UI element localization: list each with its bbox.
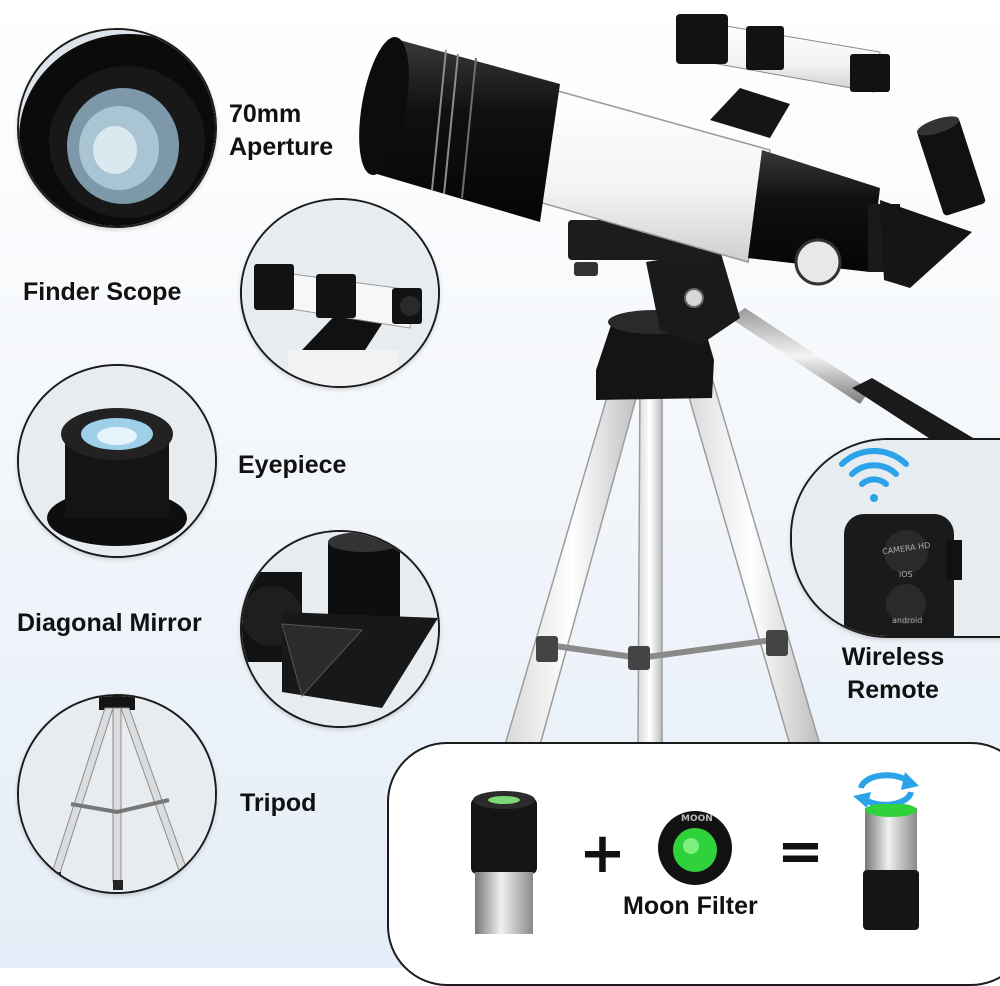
tripod-detail-circle	[17, 694, 217, 894]
combined-eyepiece-icon	[863, 804, 919, 930]
tripod-label: Tripod	[240, 789, 317, 817]
wifi-signal-icon	[839, 448, 909, 502]
finder-scope-on-tube	[676, 14, 890, 138]
aperture-label-line1: 70mm	[229, 100, 302, 128]
equals-sign: =	[777, 819, 824, 884]
diagonal-mirror-icon	[242, 532, 438, 726]
moon-filter-ring-text: MOON	[681, 814, 713, 824]
aperture-label: 70mm Aperture	[229, 98, 333, 164]
moon-filter-panel: + MOON = Moon Filter	[387, 742, 1000, 986]
eyepiece-product-icon	[471, 791, 537, 934]
finder-scope-label: Finder Scope	[23, 278, 182, 306]
diagonal-mirror-detail-circle	[240, 530, 440, 728]
wireless-remote-line1: Wireless	[841, 643, 945, 671]
remote-detail-circle: CAMERA HD iOS android	[790, 438, 1000, 638]
diagonal-mirror-label: Diagonal Mirror	[17, 609, 202, 637]
telescope-tube	[359, 36, 986, 288]
eyepiece-detail-circle	[17, 364, 217, 558]
aperture-label-line2: Aperture	[229, 133, 334, 161]
tripod-legs	[503, 377, 822, 746]
moon-filter-label: Moon Filter	[623, 892, 758, 920]
aperture-detail-circle	[17, 28, 217, 228]
plus-sign: +	[579, 821, 626, 886]
finder-scope-detail-circle	[240, 198, 440, 388]
wireless-remote-label: Wireless Remote	[831, 641, 955, 707]
finder-scope-icon	[242, 200, 438, 386]
objective-lens-icon	[19, 30, 215, 226]
wireless-remote-line2: Remote	[847, 676, 939, 704]
tripod-icon	[19, 696, 215, 892]
eyepiece-label: Eyepiece	[238, 451, 347, 479]
eyepiece-icon	[19, 366, 215, 556]
remote-android-button-label: android	[892, 616, 923, 625]
remote-ios-sub-label: iOS	[899, 570, 913, 579]
moon-filter-icon	[658, 811, 732, 885]
